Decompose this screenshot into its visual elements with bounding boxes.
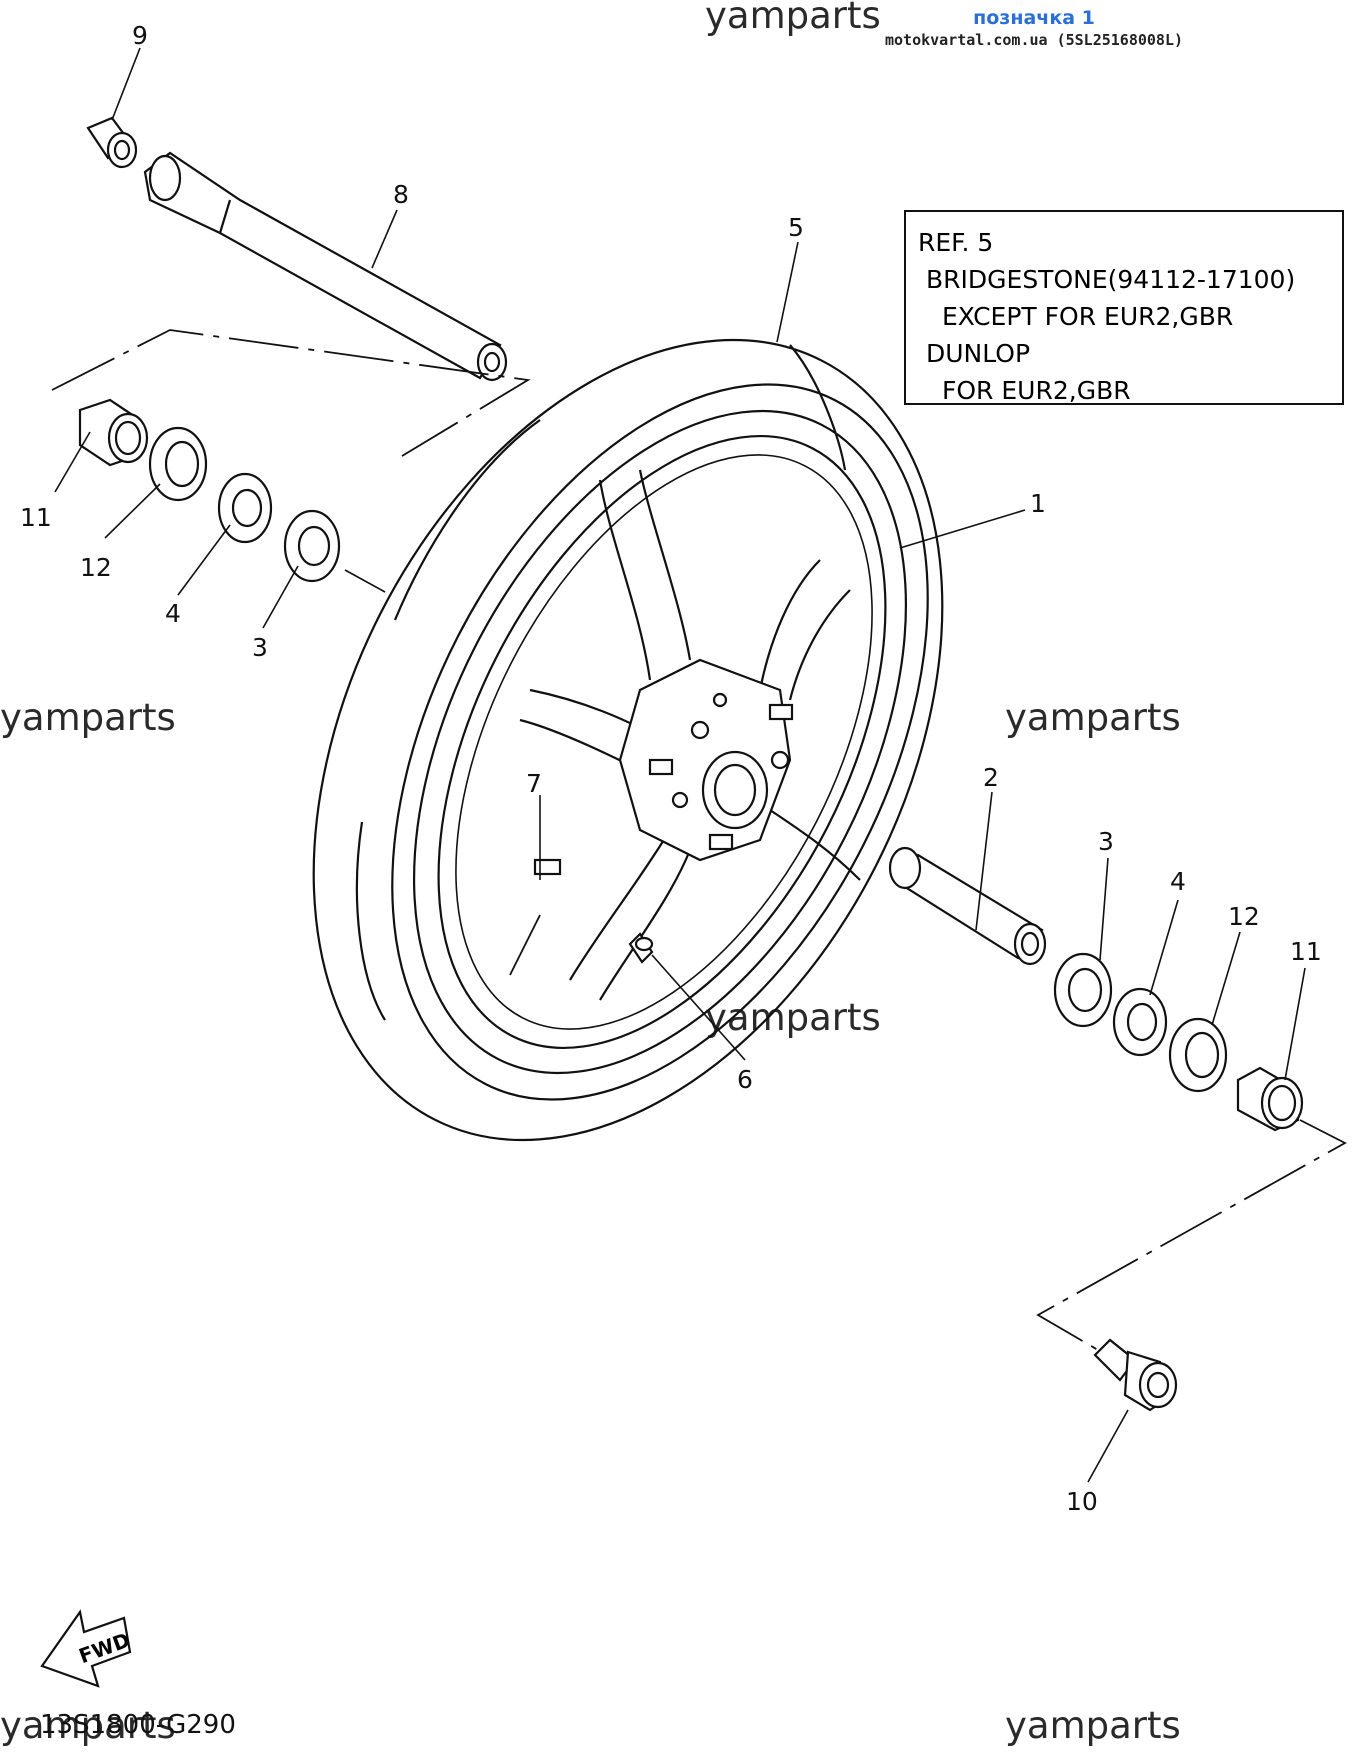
callout-4-right: 4 [1170,867,1186,896]
dashed-line-7 [509,914,541,976]
leader-lines [54,47,1306,1483]
callout-12-left: 12 [80,553,112,582]
oil-seal-part-12-left [148,426,208,502]
callout-2: 2 [983,763,999,792]
diagram-code: 13S1800-G290 [40,1710,236,1740]
callout-4-left: 4 [165,599,181,628]
header-tag: позначка 1 motokvartal.com.ua (5SL251680… [885,7,1183,49]
callout-10: 10 [1066,1487,1098,1516]
callout-7: 7 [526,769,542,798]
callout-3-left: 3 [252,633,268,662]
ref-line: DUNLOP [926,339,1031,368]
bearing-part-3-right [1053,952,1113,1028]
ref-line: BRIDGESTONE(94112-17100) [926,265,1296,294]
wheel-rim-part-1 [412,409,908,1075]
fwd-arrow-icon: FWD [40,1609,133,1688]
oil-seal-part-12-right [1168,1017,1228,1093]
site-reference: motokvartal.com.ua (5SL25168008L) [884,31,1183,49]
callout-1: 1 [1030,489,1046,518]
tag-label[interactable]: позначка 1 [973,7,1095,29]
callout-8: 8 [393,180,409,209]
ref-note-box: REF. 5 BRIDGESTONE(94112-17100) EXCEPT F… [904,210,1344,405]
watermark: yamparts [1005,1704,1181,1747]
watermark: yamparts [705,0,881,37]
collar-part-11-right [1236,1066,1304,1132]
watermark: yamparts [0,1704,176,1747]
bearing-part-4-left [217,472,273,544]
bearing-part-3-left [283,509,341,583]
callout-6: 6 [737,1065,753,1094]
callout-3-right: 3 [1098,827,1114,856]
ref-title: REF. 5 [918,228,994,257]
ref-line: EXCEPT FOR EUR2,GBR [942,302,1234,331]
callout-12-right: 12 [1228,902,1260,931]
axle-part-8 [143,151,508,382]
callout-11-right: 11 [1290,937,1322,966]
watermark: yamparts [0,696,176,739]
dashed-bracket-left [51,329,531,457]
dashed-bracket-right [1036,1119,1347,1351]
callout-5: 5 [788,213,804,242]
bearing-part-4-right [1112,987,1168,1057]
callout-9: 9 [132,21,148,50]
axis-line [344,569,386,593]
tire-part-5 [312,338,944,1142]
callout-11-left: 11 [20,503,52,532]
spacer-part-2 [888,846,1047,966]
bolt-part-10 [1093,1338,1178,1412]
collar-part-11-left [78,398,149,467]
ref-line: FOR EUR2,GBR [942,376,1131,405]
watermark: yamparts [1005,696,1181,739]
collar-part-9 [86,116,138,169]
